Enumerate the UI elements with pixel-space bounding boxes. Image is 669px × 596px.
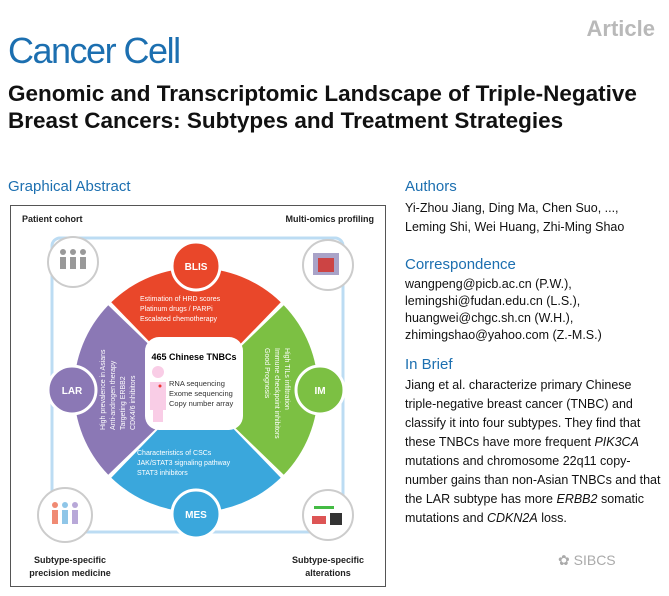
blis-badge [170, 240, 221, 291]
lar-item: Targeting ERBB2 [120, 376, 127, 430]
lar-label: LAR [61, 386, 82, 397]
corner-label-patient-cohort: Patient cohort [22, 214, 83, 224]
watermark-text: SIBCS [573, 552, 616, 568]
graphical-abstract-heading: Graphical Abstract [8, 178, 131, 195]
im-badge [294, 364, 345, 415]
authors-section: Authors Yi-Zhou Jiang, Ding Ma, Chen Suo… [405, 178, 665, 237]
blis-item: Escalated chemotherapy [140, 316, 218, 323]
im-item: Good Prognosis [263, 348, 270, 399]
email-link[interactable]: lemingshi@fudan.edu.cn (L.S.), [405, 294, 581, 308]
corner-label-alterations: Subtype-specific [291, 555, 363, 565]
text: loss. [537, 511, 567, 525]
abstract-figure: 465 Chinese TNBCs RNA sequencing Exome s… [22, 214, 374, 578]
im-item: High TILs infiltration [283, 348, 290, 410]
lar-item: Anti-androgen therapy [110, 360, 117, 430]
text: somatic mutations and [405, 492, 645, 525]
correspondence-section: Correspondence wangpeng@picb.ac.cn (P.W.… [405, 256, 665, 344]
corner-label-precision: Subtype-specific [33, 555, 105, 565]
center-item: Exome sequencing [169, 389, 233, 398]
woman-icon [149, 365, 166, 422]
center-title: 465 Chinese TNBCs [151, 352, 236, 362]
authors-line: Yi-Zhou Jiang, Ding Ma, Chen Suo, ..., [405, 201, 619, 215]
corner-label-alterations: alterations [305, 568, 351, 578]
gene: PIK3CA [594, 435, 639, 449]
authors-heading: Authors [405, 178, 457, 195]
mes-label: MES [185, 510, 207, 521]
journal-logo: Cancer Cell [8, 30, 181, 71]
mes-badge [170, 488, 221, 539]
email-link[interactable]: huangwei@chgc.sh.cn (W.H.), [405, 311, 574, 325]
in-brief-heading: In Brief [405, 356, 453, 373]
lar-segment [73, 304, 196, 475]
lar-item: CDK4/6 inhibitors [130, 375, 137, 430]
email-link[interactable]: wangpeng@picb.ac.cn (P.W.), [405, 277, 572, 291]
authors-line: Leming Shi, Wei Huang, Zhi-Ming Shao [405, 220, 625, 234]
article-title: Genomic and Transcriptomic Landscape of … [8, 81, 637, 133]
email-link[interactable]: zhimingshao@yahoo.com (Z.-M.S.) [405, 328, 602, 342]
blis-item: Estimation of HRD scores [140, 296, 221, 303]
lar-item: High prevalence in Asians [100, 348, 107, 429]
im-label: IM [314, 386, 325, 397]
in-brief-section: In Brief Jiang et al. characterize prima… [405, 356, 665, 528]
blis-item: Platinum drugs / PARPi [140, 306, 213, 313]
mes-segment [110, 389, 281, 512]
text: Jiang et al. characterize primary Chines… [405, 378, 641, 449]
gene: CDKN2A [487, 511, 538, 525]
corner-label-multi-omics: Multi-omics profiling [285, 214, 374, 224]
in-brief-text: Jiang et al. characterize primary Chines… [405, 376, 665, 528]
mes-item: STAT3 inhibitors [137, 470, 188, 477]
corner-label-precision: precision medicine [29, 568, 111, 578]
alterations-plot-icon [301, 488, 354, 541]
im-item: Immune checkpoint inhibitors [273, 348, 280, 439]
mes-item: Characteristics of CSCs [137, 450, 212, 457]
article-type: Article [586, 16, 655, 41]
watermark: ✿ SIBCS [558, 552, 616, 568]
text: mutations and chromosome 22q11 copy-numb… [405, 454, 661, 506]
im-segment [195, 304, 318, 475]
center-item: Copy number array [169, 399, 233, 408]
blis-label: BLIS [184, 262, 207, 273]
gene: ERBB2 [556, 492, 598, 506]
lar-badge [46, 364, 97, 415]
graphical-abstract: 465 Chinese TNBCs RNA sequencing Exome s… [10, 205, 386, 587]
center-item: RNA sequencing [169, 379, 225, 388]
correspondence-heading: Correspondence [405, 256, 516, 273]
blis-segment [110, 267, 281, 390]
mes-item: JAK/STAT3 signaling pathway [137, 460, 231, 467]
